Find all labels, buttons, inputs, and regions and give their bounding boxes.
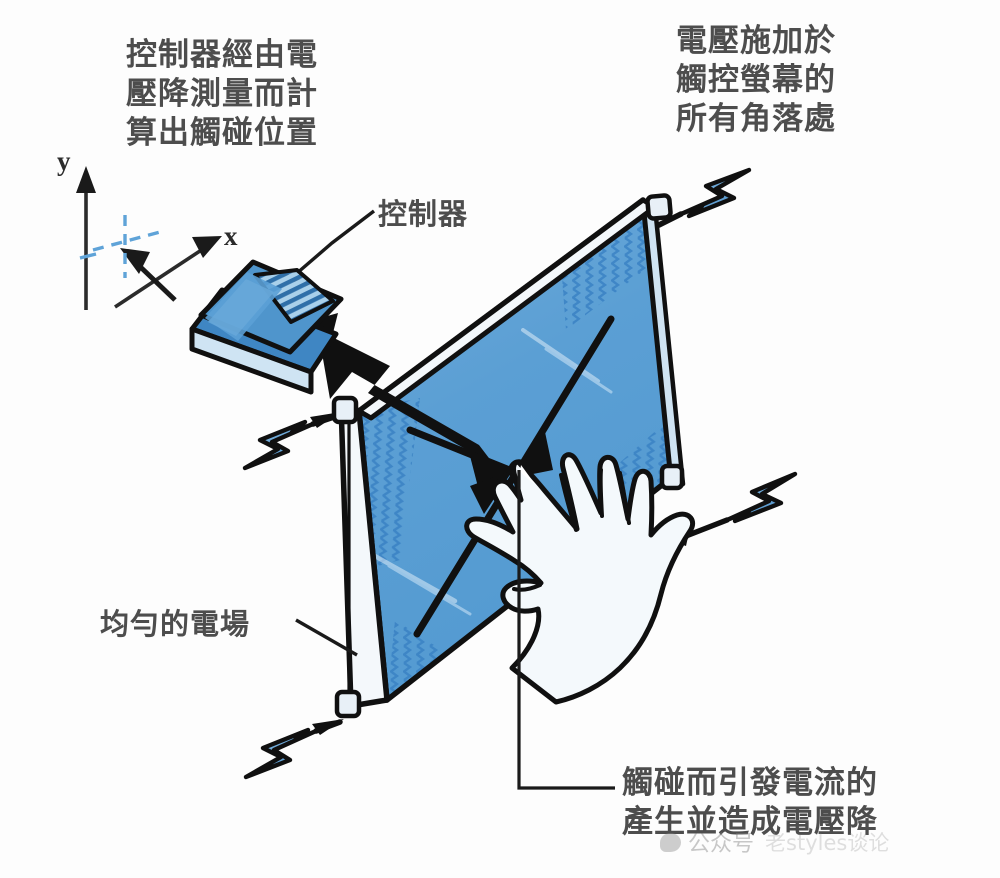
label-controller-calculates-touch-position: 控制器經由電 壓降測量而計 算出觸碰位置 (126, 37, 318, 152)
label-voltage-applied-to-corners: 電壓施加於 觸控螢幕的 所有角落處 (676, 23, 836, 138)
watermark: 公众号 老styles谈论 (660, 826, 889, 858)
corner-bolt-bottom-left (243, 719, 344, 780)
leader-touch-current (517, 470, 615, 790)
corner-mount-tabs (331, 193, 685, 719)
leader-uniform-field (295, 618, 358, 657)
label-touch-induces-current-voltage-drop: 觸碰而引發電流的 產生並造成電壓降 (622, 765, 878, 841)
corner-bolt-top-right (656, 167, 752, 228)
axis-label-x: x (224, 221, 238, 251)
corner-bolt-left-middle (242, 412, 341, 471)
hand-touching-screen (464, 452, 696, 705)
chat-bubble-icon (660, 832, 681, 852)
leader-controller (287, 209, 376, 282)
y-tick (79, 252, 97, 260)
label-uniform-electric-field: 均勻的電場 (100, 607, 251, 641)
coordinate-crosshair (92, 215, 161, 278)
watermark-text-secondary: 老styles谈论 (765, 831, 890, 855)
coordinate-axes (76, 166, 222, 310)
axis-label-y: y (57, 146, 71, 176)
watermark-text: 公众号 (688, 832, 755, 857)
label-controller: 控制器 (378, 197, 469, 231)
controller-device (189, 259, 344, 395)
